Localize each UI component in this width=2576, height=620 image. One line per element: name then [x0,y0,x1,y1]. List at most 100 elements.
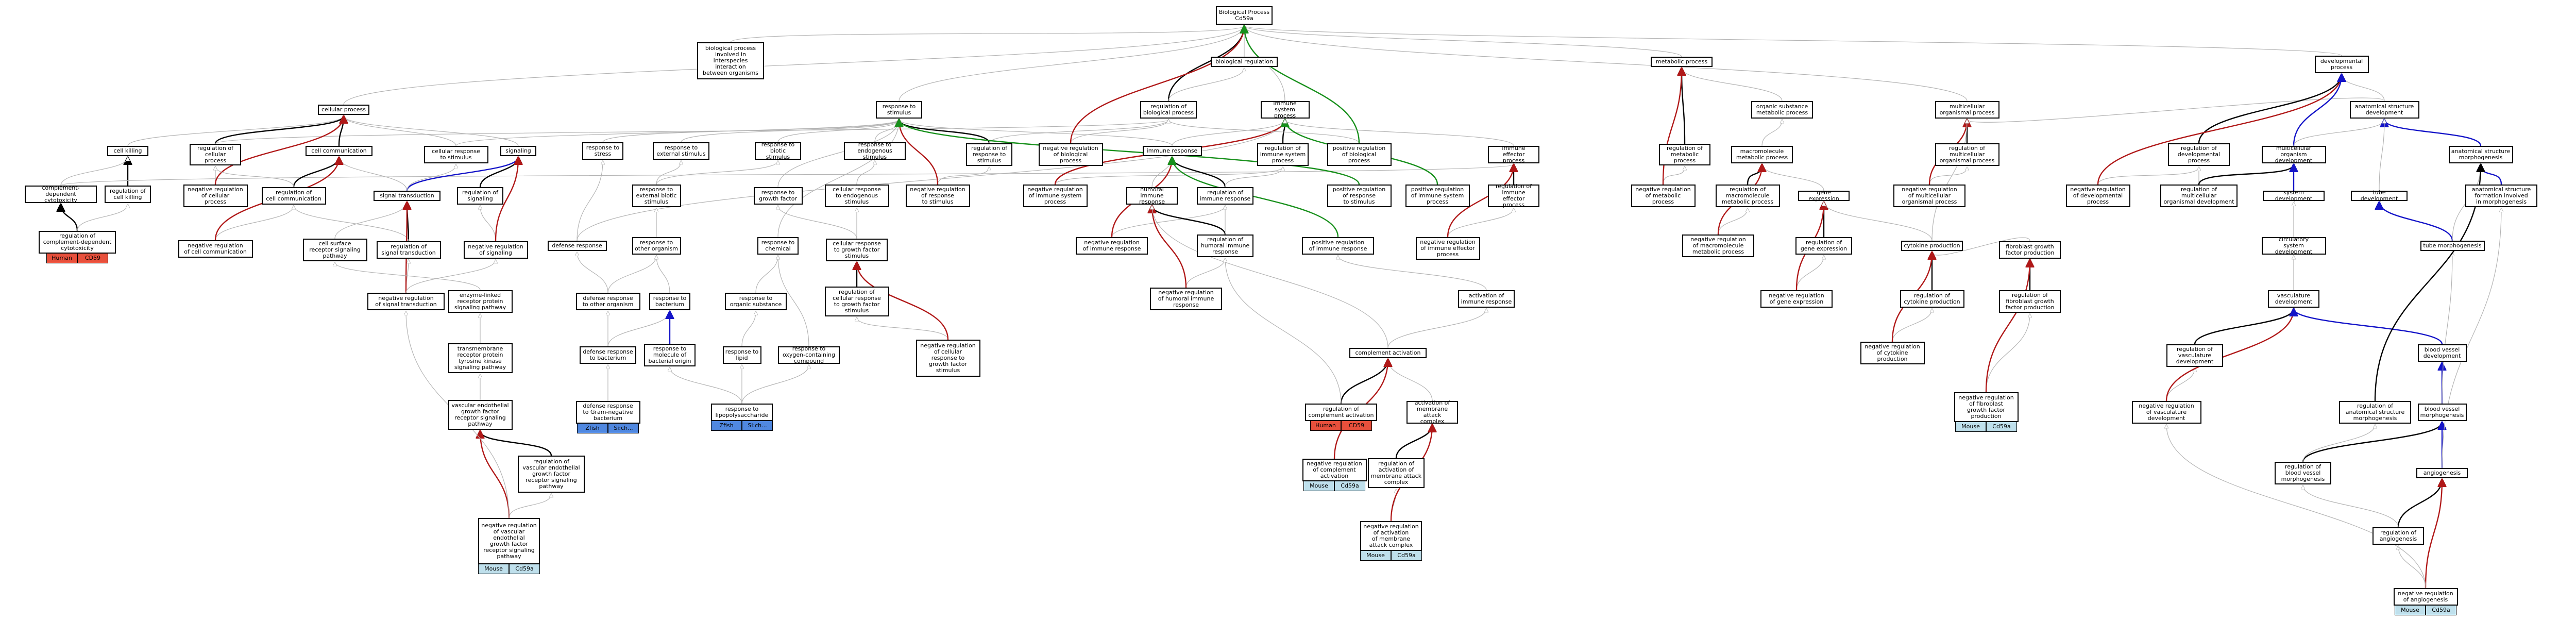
go-term-neg-reg-angio[interactable]: negative regulation of angiogenesis [2393,588,2458,606]
go-term-neg-reg-dev[interactable]: negative regulation of developmental pro… [2065,185,2130,207]
go-term-develop[interactable]: developmental process [2314,56,2369,73]
go-term-act-mac[interactable]: activation of membrane attack complex [1406,400,1458,425]
go-term-neg-reg-act-mac[interactable]: negative regulation of activation of mem… [1360,521,1422,551]
go-term-reg-comp-cyto[interactable]: regulation of complement-dependent cytot… [39,231,116,254]
go-term-reg-act-mac[interactable]: regulation of activation of membrane att… [1368,458,1425,488]
go-term-comp-cyto[interactable]: complement-dependent cytotoxicity [25,185,97,204]
go-term-tube-dev[interactable]: tube development [2351,190,2408,202]
go-term-neg-reg-bio[interactable]: negative regulation of biological proces… [1038,143,1103,166]
go-term-reg-sig[interactable]: regulation of signaling [457,187,503,205]
go-term-anat-morph[interactable]: anatomical structure morphogenesis [2448,146,2513,163]
go-term-hum-imm[interactable]: humoral immune response [1126,187,1178,205]
go-term-reg-macro-metab[interactable]: regulation of macromolecule metabolic pr… [1715,185,1780,207]
go-term-reg-imm-sys[interactable]: regulation of immune system process [1257,143,1309,166]
go-term-def-resp-other[interactable]: defense response to other organism [575,293,640,310]
go-term-reg-anat-morph[interactable]: regulation of anatomical structure morph… [2339,401,2411,424]
go-term-cell-resp-gf[interactable]: cellular response to growth factor stimu… [826,239,888,261]
go-term-reg-metab[interactable]: regulation of metabolic process [1659,144,1710,165]
go-term-reg-hum-imm[interactable]: regulation of humoral immune response [1197,234,1253,257]
go-term-resp-oxy[interactable]: response to oxygen-containing compound [778,346,840,364]
go-term-neg-reg-imm-resp[interactable]: negative regulation of immune response [1076,237,1148,255]
go-term-neg-reg-imm-sys[interactable]: negative regulation of immune system pro… [1023,185,1088,207]
go-term-org-sub[interactable]: organic substance metabolic process [1751,101,1813,119]
go-term-neg-reg-multicell[interactable]: negative regulation of multicellular org… [1893,185,1965,207]
go-term-neg-reg-vasc[interactable]: negative regulation of vasculature devel… [2131,401,2201,424]
go-term-reg-fgf[interactable]: regulation of fibroblast growth factor p… [1999,290,2061,313]
go-term-def-resp[interactable]: defense response [547,241,607,251]
go-term-multicell[interactable]: multicellular organismal process [1935,101,1999,119]
go-term-reg-imm-resp[interactable]: regulation of immune response [1197,187,1253,205]
go-term-neg-reg-metab[interactable]: negative regulation of metabolic process [1631,185,1696,207]
go-term-resp-lps[interactable]: response to lipopolysaccharide [711,404,773,421]
go-term-anat-dev[interactable]: anatomical structure development [2349,101,2419,119]
go-term-neg-reg-cell-proc[interactable]: negative regulation of cellular process [183,185,248,207]
go-term-reg-cell-proc[interactable]: regulation of cellular process [190,144,241,165]
go-term-pos-reg-imm-sys[interactable]: positive regulation of immune system pro… [1405,185,1470,207]
go-term-cell-surf[interactable]: cell surface receptor signaling pathway [302,239,367,261]
go-term-reg-dev[interactable]: regulation of developmental process [2168,143,2230,166]
go-term-imm-eff[interactable]: immune effector process [1488,145,1539,164]
go-term-vegf-path[interactable]: vascular endothelial growth factor recep… [448,400,513,430]
go-term-resp-ext-biotic[interactable]: response to external biotic stimulus [632,185,681,207]
go-term-reg-multi-dev[interactable]: regulation of multicellular organismal d… [2160,185,2238,207]
go-term-circ-sys[interactable]: circulatory system development [2261,237,2326,255]
go-term-neg-reg-hum-imm[interactable]: negative regulation of humoral immune re… [1150,288,1222,310]
go-term-resp-lipid[interactable]: response to lipid [722,346,761,364]
go-term-act-imm-resp[interactable]: activation of immune response [1458,290,1515,308]
go-term-resp-gf[interactable]: response to growth factor [753,187,803,205]
go-term-reg-cytokine[interactable]: regulation of cytokine production [1900,290,1964,308]
go-term-angio[interactable]: angiogenesis [2416,468,2468,478]
go-term-metab[interactable]: metabolic process [1651,57,1713,67]
go-term-blood-dev[interactable]: blood vessel development [2417,344,2467,362]
go-term-neg-reg-cell-resp-gf[interactable]: negative regulation of cellular response… [916,340,980,377]
go-term-reg-resp-stim[interactable]: regulation of response to stimulus [966,143,1012,166]
go-term-resp-mol-bact[interactable]: response to molecule of bacterial origin [644,344,696,366]
go-term-neg-reg-cell-comm[interactable]: negative regulation of cell communicatio… [178,240,253,258]
go-term-trans-rtk[interactable]: transmembrane receptor protein tyrosine … [448,343,513,373]
go-term-neg-reg-sig[interactable]: negative regulation of signaling [463,241,528,259]
go-term-cell-proc[interactable]: cellular process [318,105,369,115]
go-term-enz-link[interactable]: enzyme-linked receptor protein signaling… [448,290,513,313]
go-term-vasc-dev[interactable]: vasculature development [2268,290,2319,308]
go-term-anat-form[interactable]: anatomical structure formation involved … [2465,185,2537,207]
go-term-resp-chem[interactable]: response to chemical [757,237,799,255]
go-term-cytokine-prod[interactable]: cytokine production [1901,241,1963,251]
go-term-reg-comp-act[interactable]: regulation of complement activation [1305,404,1377,421]
go-term-resp-biotic[interactable]: response to biotic stimulus [755,142,801,160]
go-term-pos-reg-resp-stim[interactable]: positive regulation of response to stimu… [1327,185,1392,207]
go-term-reg-vegf[interactable]: regulation of vascular endothelial growt… [518,456,585,493]
go-term-resp-stim[interactable]: response to stimulus [876,101,922,119]
go-term-bio-reg[interactable]: biological regulation [1211,57,1278,67]
go-term-reg-cell-comm[interactable]: regulation of cell communication [261,187,326,205]
go-term-imm-resp[interactable]: immune response [1142,146,1202,156]
go-term-neg-reg-sig-trans[interactable]: negative regulation of signal transducti… [367,293,445,310]
go-term-cell-resp-stim[interactable]: cellular response to stimulus [423,146,488,163]
go-term-cell-resp-endo[interactable]: cellular response to endogenous stimulus [824,185,889,207]
go-term-pos-reg-imm-resp[interactable]: positive regulation of immune response [1302,237,1374,255]
go-term-neg-reg-cytokine[interactable]: negative regulation of cytokine producti… [1860,342,1925,364]
go-term-reg-cell-kill[interactable]: regulation of cell killing [105,186,151,203]
go-term-gene-expr[interactable]: gene expression [1798,190,1850,202]
go-term-neg-reg-imm-eff[interactable]: negative regulation of immune effector p… [1415,237,1480,260]
go-term-sys-dev[interactable]: system development [2263,190,2325,202]
go-term-reg-multicell[interactable]: regulation of multicellular organismal p… [1935,143,1999,166]
go-term-signaling[interactable]: signaling [500,146,536,156]
go-term-neg-reg-fgf[interactable]: negative regulation of fibroblast growth… [1954,392,2019,422]
go-term-reg-imm-eff[interactable]: regulation of immune effector process [1488,183,1539,208]
go-term-resp-endo[interactable]: response to endogenous stimulus [844,142,906,160]
go-term-reg-bio[interactable]: regulation of biological process [1140,101,1197,119]
go-term-reg-cell-resp-gf[interactable]: regulation of cellular response to growt… [824,287,889,316]
go-term-resp-ext[interactable]: response to external stimulus [653,142,709,160]
go-term-cell-comm[interactable]: cell communication [306,146,372,156]
go-term-neg-reg-resp-stim[interactable]: negative regulation of response to stimu… [905,185,970,207]
go-term-reg-gene-expr[interactable]: regulation of gene expression [1795,237,1852,255]
go-term-imm-sys[interactable]: immune system process [1260,100,1310,119]
go-term-multi-org-dev[interactable]: multicellular organism development [2261,145,2326,164]
go-term-neg-reg-comp-act[interactable]: negative regulation of complement activa… [1302,459,1367,481]
go-term-comp-act[interactable]: complement activation [1349,348,1427,358]
go-term-neg-reg-vegf[interactable]: negative regulation of vascular endothel… [478,518,540,564]
go-term-resp-bact[interactable]: response to bacterium [649,293,690,310]
go-term-neg-reg-macro-metab[interactable]: negative regulation of macromolecule met… [1682,234,1754,257]
go-term-pos-reg-bio[interactable]: positive regulation of biological proces… [1327,143,1392,166]
go-term-def-resp-gram[interactable]: defense response to Gram-negative bacter… [575,401,640,424]
